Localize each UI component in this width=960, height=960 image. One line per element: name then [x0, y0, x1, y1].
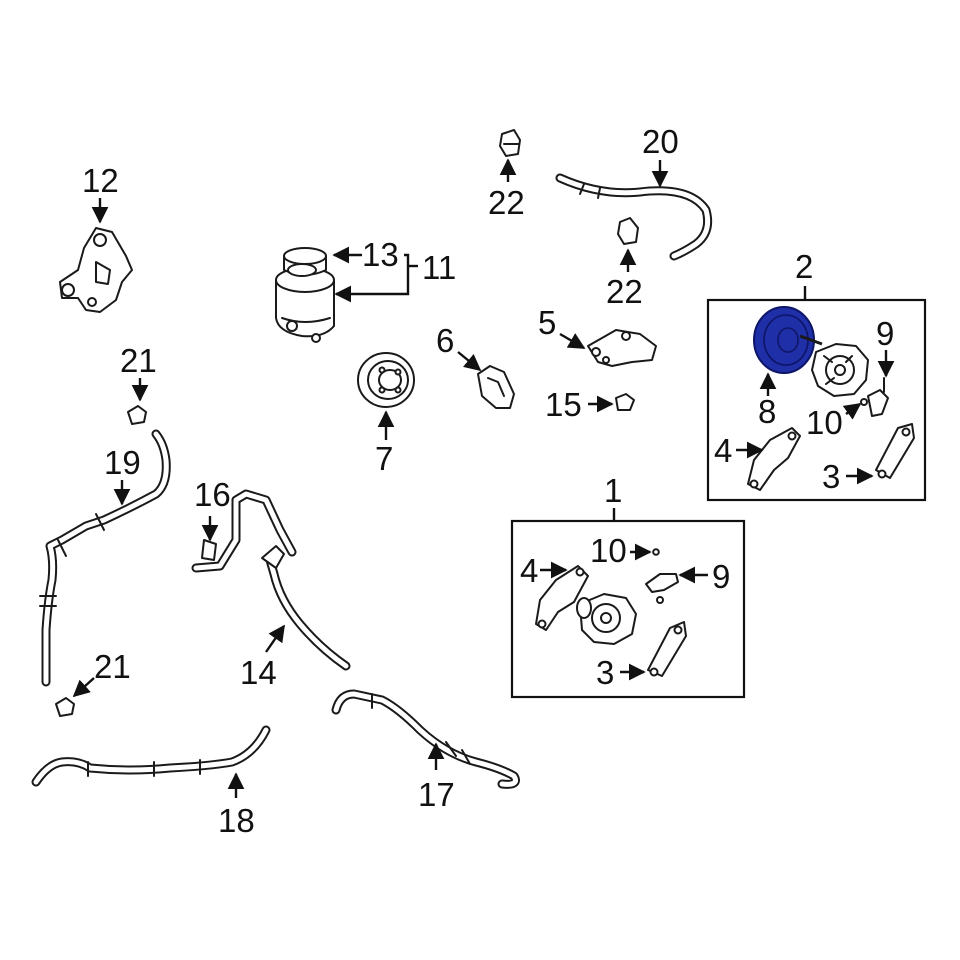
- callout-8: 8: [758, 393, 776, 430]
- callout-9-assembly: 9: [712, 558, 730, 595]
- callout-3-detail: 3: [822, 458, 840, 495]
- part-12-bracket[interactable]: [59, 227, 133, 313]
- part-7-pulley[interactable]: [357, 352, 415, 408]
- part-9-union-detail[interactable]: [867, 377, 889, 417]
- part-13-cap[interactable]: [283, 247, 327, 277]
- part-5-bracket[interactable]: [587, 329, 657, 367]
- part-15-fitting[interactable]: [615, 393, 635, 411]
- part-22-grommet-top[interactable]: [499, 129, 521, 157]
- part-9-union-assembly[interactable]: [645, 573, 679, 604]
- pump-assembly-box: [510, 519, 746, 699]
- callout-4-detail: 4: [714, 432, 732, 469]
- part-10-oring-detail[interactable]: [860, 398, 868, 406]
- callout-21-bottom: 21: [94, 648, 131, 685]
- pump-detail-box: [706, 298, 927, 502]
- callout-10-assembly: 10: [590, 532, 627, 569]
- callout-6: 6: [436, 322, 454, 359]
- callout-12: 12: [82, 162, 119, 199]
- part-19-return-hose[interactable]: [39, 429, 171, 687]
- leader-5: [559, 332, 586, 350]
- part-11-reservoir[interactable]: [275, 267, 335, 343]
- callout-4-assembly: 4: [520, 552, 538, 589]
- callout-13: 13: [362, 236, 399, 273]
- leader-6: [457, 351, 482, 372]
- callout-16: 16: [194, 476, 231, 513]
- callout-5: 5: [538, 304, 556, 341]
- part-3-link-assembly[interactable]: [647, 621, 687, 677]
- part-8-pulley-highlighted[interactable]: [753, 306, 823, 374]
- callout-22-top: 22: [488, 184, 525, 221]
- callout-14: 14: [240, 654, 277, 691]
- part-10-oring-assembly[interactable]: [652, 548, 660, 556]
- callout-7: 7: [375, 440, 393, 477]
- part-pump-body-detail[interactable]: [811, 343, 869, 397]
- part-22-grommet-mid[interactable]: [617, 217, 639, 245]
- callout-15: 15: [545, 386, 582, 423]
- part-4-bracket-assembly[interactable]: [535, 565, 589, 631]
- part-18-hose[interactable]: [31, 725, 271, 787]
- leader-21-bottom: [72, 677, 95, 698]
- callout-9-detail: 9: [876, 315, 894, 352]
- callout-20: 20: [642, 123, 679, 160]
- part-20-hose[interactable]: [555, 173, 713, 261]
- part-4-bracket-detail[interactable]: [747, 427, 801, 491]
- callout-19: 19: [104, 444, 141, 481]
- callout-21-top: 21: [120, 342, 157, 379]
- part-17-hose[interactable]: [331, 689, 520, 789]
- part-21-clamp-bottom[interactable]: [55, 697, 75, 717]
- callout-18: 18: [218, 802, 255, 839]
- part-6-plate[interactable]: [477, 365, 515, 409]
- callout-3-assembly: 3: [596, 654, 614, 691]
- callout-1: 1: [604, 472, 622, 509]
- callout-10-detail: 10: [806, 404, 843, 441]
- part-14-pressure-hose[interactable]: [191, 489, 351, 671]
- part-3-link-detail[interactable]: [875, 423, 915, 479]
- callout-17: 17: [418, 776, 455, 813]
- leader-11: [334, 253, 410, 303]
- callout-11: 11: [422, 249, 456, 286]
- leader-14: [265, 624, 285, 653]
- leader-10-detail: [842, 403, 862, 420]
- part-pump-assembly[interactable]: [576, 593, 637, 645]
- callout-22-mid: 22: [606, 273, 643, 310]
- callout-2: 2: [795, 248, 813, 285]
- part-21-clamp-top[interactable]: [127, 405, 147, 425]
